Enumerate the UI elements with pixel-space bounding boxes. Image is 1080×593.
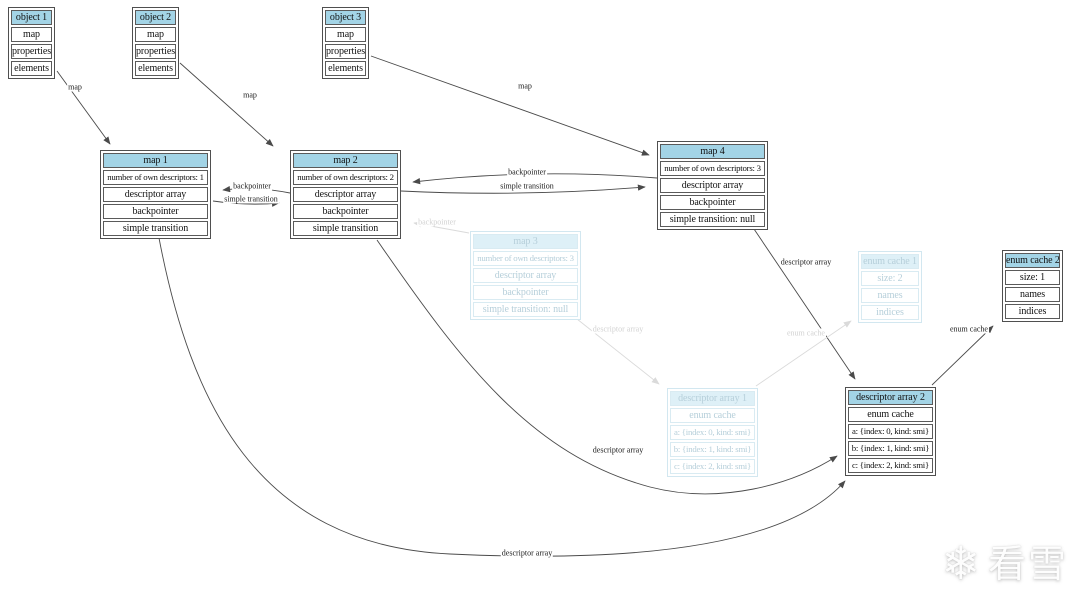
node-row: simple transition: [293, 221, 398, 236]
node-title: map 4: [660, 144, 765, 159]
node-row: backpointer: [103, 204, 208, 219]
node-title: object 3: [325, 10, 366, 25]
node-map-2: map 2 number of own descriptors: 2 descr…: [290, 150, 401, 239]
edge-label-map: map: [517, 81, 533, 91]
node-map-3-faded: map 3 number of own descriptors: 3 descr…: [470, 231, 581, 320]
edge-label-simple-transition: simple transition: [499, 181, 555, 191]
node-row: number of own descriptors: 3: [660, 161, 765, 176]
node-row: a: {index: 0, kind: smi}: [848, 424, 933, 439]
node-row: backpointer: [473, 285, 578, 300]
node-row: enum cache: [848, 407, 933, 422]
node-row: properties: [325, 44, 366, 59]
node-row: indices: [861, 305, 919, 320]
edge-map1-descarray2: [158, 237, 846, 557]
edge-label-backpointer: backpointer: [507, 167, 547, 177]
edge-label-map: map: [242, 90, 258, 100]
node-row: backpointer: [660, 195, 765, 210]
edge-label-enum-cache: enum cache: [949, 324, 989, 334]
node-row: number of own descriptors: 2: [293, 170, 398, 185]
node-row: map: [135, 27, 176, 42]
node-row: simple transition: null: [660, 212, 765, 227]
edge-map4-descarray2: [753, 228, 856, 380]
node-row: b: {index: 1, kind: smi}: [848, 441, 933, 456]
edge-object2-map: [179, 62, 274, 147]
edge-label-map: map: [67, 82, 83, 92]
edge-label-descriptor-array: descriptor array: [591, 445, 645, 455]
node-row: names: [861, 288, 919, 303]
node-row: descriptor array: [473, 268, 578, 283]
node-title: descriptor array 2: [848, 390, 933, 405]
edge-label-enum-cache-faded: enum cache: [786, 328, 826, 338]
edge-label-descriptor-array: descriptor array: [779, 257, 833, 267]
node-row: indices: [1005, 304, 1060, 319]
edge-map2-map4-simple-transition: [400, 184, 646, 194]
node-row: a: {index: 0, kind: smi}: [670, 425, 755, 440]
edge-label-backpointer: backpointer: [232, 181, 272, 191]
node-row: b: {index: 1, kind: smi}: [670, 442, 755, 457]
edge-map2-descarray2: [376, 239, 838, 495]
node-row: map: [325, 27, 366, 42]
node-row: elements: [11, 61, 52, 76]
node-row: descriptor array: [293, 187, 398, 202]
node-row: number of own descriptors: 3: [473, 251, 578, 266]
node-descriptor-array-1-faded: descriptor array 1 enum cache a: {index:…: [667, 388, 758, 477]
node-row: size: 1: [1005, 270, 1060, 285]
edge-label-backpointer-faded: backpointer: [417, 217, 457, 227]
node-title: object 2: [135, 10, 176, 25]
node-object-1: object 1 map properties elements: [8, 7, 55, 79]
node-row: properties: [11, 44, 52, 59]
node-enum-cache-2: enum cache 2 size: 1 names indices: [1002, 250, 1063, 322]
watermark-text: 看雪: [987, 542, 1068, 586]
edge-object3-map: [370, 55, 650, 156]
node-title: enum cache 1: [861, 254, 919, 269]
snowflake-icon: ❄: [941, 538, 980, 589]
node-title: object 1: [11, 10, 52, 25]
node-title: enum cache 2: [1005, 253, 1060, 268]
node-descriptor-array-2: descriptor array 2 enum cache a: {index:…: [845, 387, 936, 476]
node-row: c: {index: 2, kind: smi}: [848, 458, 933, 473]
node-title: descriptor array 1: [670, 391, 755, 406]
node-row: elements: [135, 61, 176, 76]
node-row: properties: [135, 44, 176, 59]
node-row: enum cache: [670, 408, 755, 423]
node-row: backpointer: [293, 204, 398, 219]
node-row: descriptor array: [103, 187, 208, 202]
edge-map3-descarray1-faded: [576, 318, 660, 385]
edge-descarray2-enumcache2: [931, 325, 994, 386]
node-row: descriptor array: [660, 178, 765, 193]
node-title: map 1: [103, 153, 208, 168]
edge-label-descriptor-array: descriptor array: [500, 548, 554, 558]
edge-object1-map: [56, 70, 111, 145]
node-row: number of own descriptors: 1: [103, 170, 208, 185]
edge-descarray1-enumcache1-faded: [755, 320, 852, 387]
node-row: elements: [325, 61, 366, 76]
node-row: simple transition: [103, 221, 208, 236]
node-row: names: [1005, 287, 1060, 302]
node-row: c: {index: 2, kind: smi}: [670, 459, 755, 474]
node-object-2: object 2 map properties elements: [132, 7, 179, 79]
node-title: map 3: [473, 234, 578, 249]
node-map-1: map 1 number of own descriptors: 1 descr…: [100, 150, 211, 239]
node-row: simple transition: null: [473, 302, 578, 317]
node-map-4: map 4 number of own descriptors: 3 descr…: [657, 141, 768, 230]
node-object-3: object 3 map properties elements: [322, 7, 369, 79]
node-row: size: 2: [861, 271, 919, 286]
edge-label-descriptor-array-faded: descriptor array: [591, 324, 645, 334]
node-row: map: [11, 27, 52, 42]
kanxue-watermark: ❄ 看雪: [941, 541, 1068, 587]
edge-label-simple-transition: simple transition: [223, 194, 279, 204]
node-enum-cache-1-faded: enum cache 1 size: 2 names indices: [858, 251, 922, 323]
node-title: map 2: [293, 153, 398, 168]
